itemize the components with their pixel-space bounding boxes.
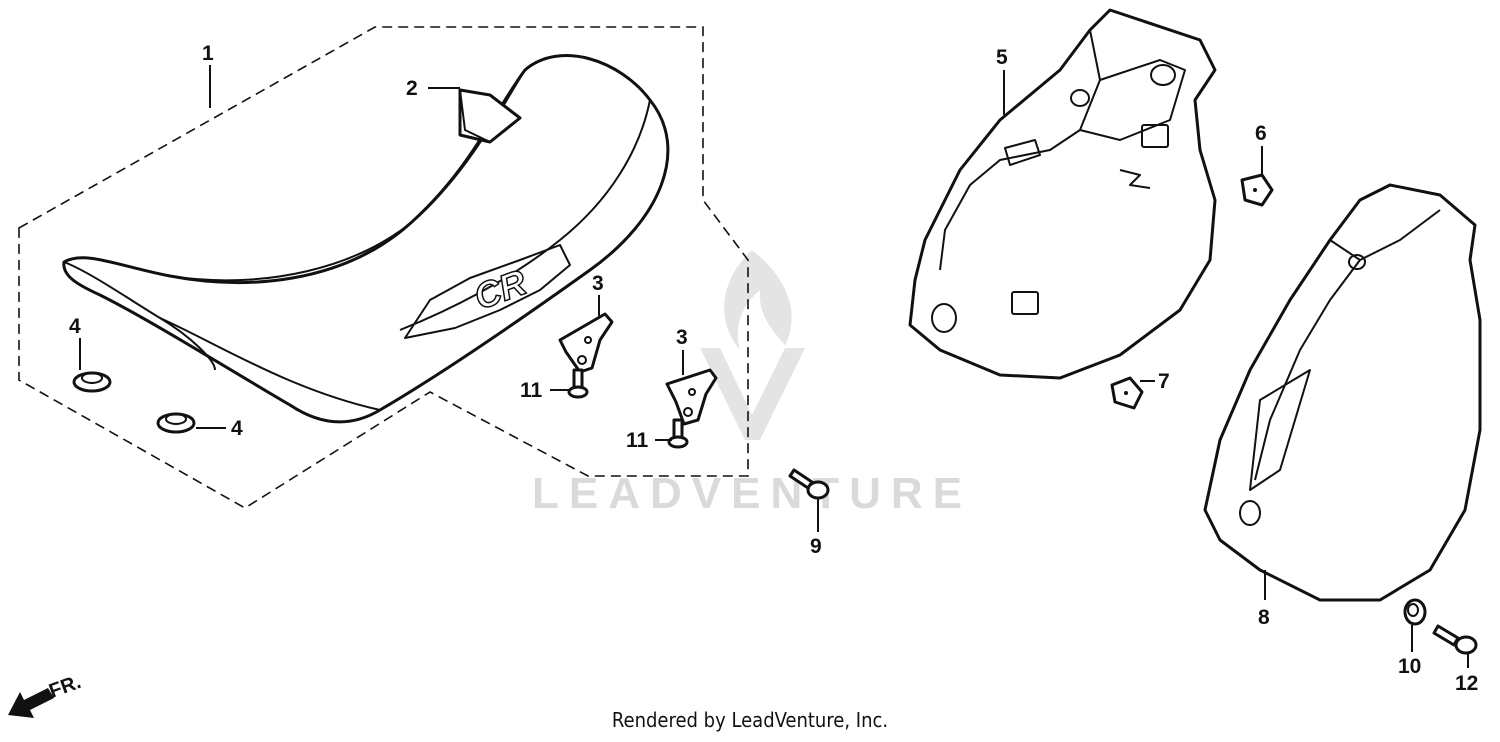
grommet-lower <box>156 412 196 434</box>
callouts: 1 2 3 3 4 4 5 6 7 8 9 10 11 11 12 <box>69 42 1478 695</box>
callout-3-right: 3 <box>676 326 688 349</box>
callout-10: 10 <box>1398 655 1421 678</box>
callout-5: 5 <box>996 46 1008 69</box>
clip-6 <box>1240 173 1274 207</box>
seat-bracket-left <box>558 312 614 374</box>
bolt-11-lower <box>667 418 689 449</box>
front-label: FR. <box>46 671 84 703</box>
footer-credit: Rendered by LeadVenture, Inc. <box>611 708 889 732</box>
callout-2: 2 <box>406 77 418 100</box>
bolt-11-upper <box>567 368 589 399</box>
watermark-text: LEADVENTURE <box>532 469 972 518</box>
bolt-12 <box>1432 624 1478 655</box>
callout-4-upper: 4 <box>69 315 81 338</box>
callout-1: 1 <box>202 42 214 65</box>
side-cover-right <box>1203 183 1482 602</box>
callout-6: 6 <box>1255 122 1267 145</box>
washer-10 <box>1403 598 1427 626</box>
side-cover-left <box>908 8 1217 380</box>
callout-3-left: 3 <box>592 272 604 295</box>
callout-7: 7 <box>1158 370 1170 393</box>
clip-7 <box>1110 376 1144 410</box>
front-arrow-icon <box>8 688 54 718</box>
callout-11-lower: 11 <box>626 429 649 452</box>
seat-bracket-right <box>665 368 718 426</box>
watermark-logo-icon <box>700 250 805 440</box>
seat-assembly-outline <box>18 26 749 509</box>
grommet-upper <box>72 371 112 393</box>
callout-11-upper: 11 <box>520 379 543 402</box>
callout-12: 12 <box>1455 672 1478 695</box>
callout-9: 9 <box>810 535 822 558</box>
seat-strap <box>458 88 522 144</box>
callout-8: 8 <box>1258 606 1270 629</box>
bolt-9 <box>788 468 830 500</box>
watermark: LEADVENTURE <box>532 250 972 518</box>
callout-4-lower: 4 <box>231 417 243 440</box>
